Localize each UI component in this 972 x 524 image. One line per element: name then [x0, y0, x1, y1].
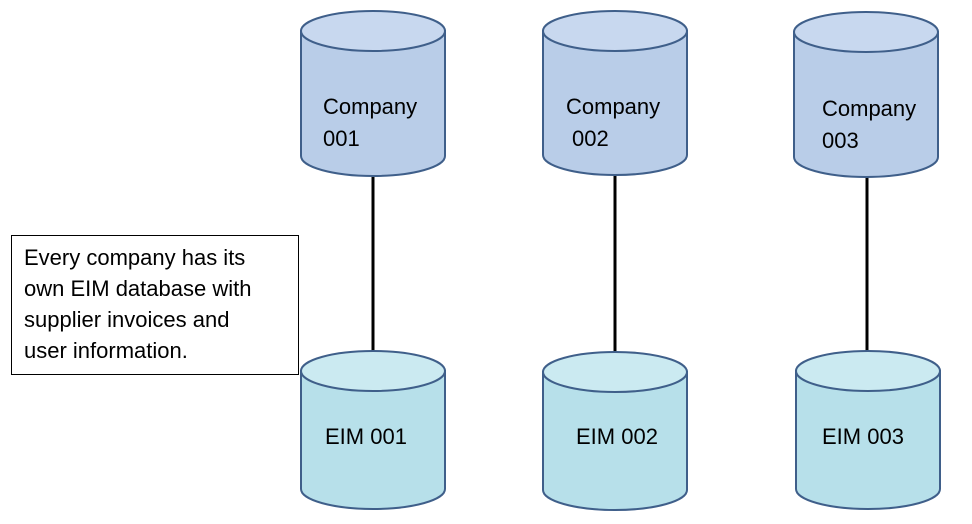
company-label-line2: 003 — [822, 128, 859, 153]
company-database-002[interactable]: Company 002 — [542, 10, 688, 176]
company-label-line1: Company — [323, 94, 417, 119]
eim-label: EIM 002 — [576, 424, 658, 449]
note-callout: Every company has its own EIM database w… — [11, 235, 299, 375]
note-line: supplier invoices and — [24, 307, 230, 332]
note-line: user information. — [24, 338, 188, 363]
company-database-003[interactable]: Company 003 — [793, 11, 939, 178]
company-database-001[interactable]: Company 001 — [300, 10, 446, 177]
eim-database-002[interactable]: EIM 002 — [542, 351, 688, 511]
company-label-line2: 001 — [323, 126, 360, 151]
eim-label: EIM 001 — [325, 424, 407, 449]
note-line: Every company has its — [24, 245, 246, 270]
company-label-line1: Company — [566, 94, 660, 119]
eim-database-001[interactable]: EIM 001 — [300, 350, 446, 510]
eim-database-003[interactable]: EIM 003 — [795, 350, 941, 510]
company-label-line2: 002 — [572, 126, 609, 151]
note-line: own EIM database with — [24, 276, 252, 301]
company-label-line1: Company — [822, 96, 916, 121]
eim-label: EIM 003 — [822, 424, 904, 449]
